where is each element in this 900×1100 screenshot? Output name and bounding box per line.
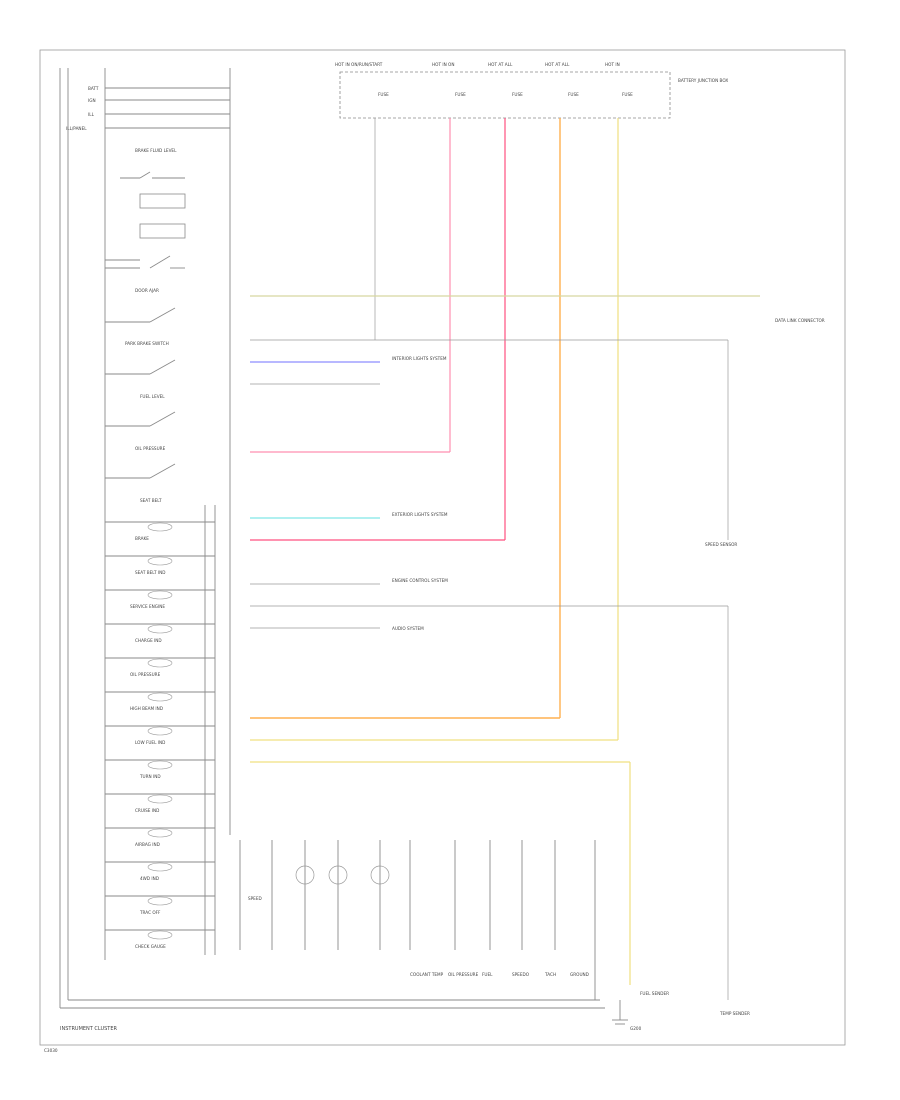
bottom-label-0: COOLANT TEMP: [410, 972, 444, 977]
footer-label: INSTRUMENT CLUSTER: [60, 1026, 118, 1032]
fuse-label-3: FUSE: [568, 92, 579, 97]
warning-lamps: BRAKE SEAT BELT IND SERVICE ENGINE CHARG…: [105, 505, 216, 955]
right-component-1: SPEED SENSOR: [705, 542, 737, 547]
destination-label-0: INTERIOR LIGHTS SYSTEM: [392, 356, 447, 361]
fuse-box: HOT IN ON/RUN/START HOT IN ON HOT AT ALL…: [335, 62, 728, 119]
bottom-label-6: SPEED: [248, 896, 262, 901]
switch-label-2: PARK BRAKE SWITCH: [125, 341, 169, 346]
lamp-label-2: SERVICE ENGINE: [130, 604, 165, 609]
drop-wires: [374, 118, 619, 740]
left-switches: BRAKE FLUID LEVEL DOOR AJAR PARK BRAKE S…: [105, 148, 186, 503]
destination-label-3: AUDIO SYSTEM: [392, 626, 424, 631]
cluster-border: [59, 68, 605, 1009]
circuit-destinations: INTERIOR LIGHTS SYSTEM EXTERIOR LIGHTS S…: [392, 356, 448, 631]
lamp-label-0: BRAKE: [135, 536, 149, 541]
lamp-label-5: HIGH BEAM IND: [130, 706, 163, 711]
top-connector-label-0: HOT IN ON/RUN/START: [335, 62, 383, 67]
fuse-box-label: BATTERY JUNCTION BOX: [678, 78, 728, 83]
lamp-label-12: CHECK GAUGE: [135, 944, 166, 949]
power-label-batt: BATT: [88, 86, 99, 91]
destination-label-2: ENGINE CONTROL SYSTEM: [392, 578, 448, 583]
right-component-0: DATA LINK CONNECTOR: [775, 318, 825, 323]
bottom-label-2: FUEL: [482, 972, 493, 977]
page-code: C3030: [44, 1048, 58, 1053]
switch-label-3: FUEL LEVEL: [140, 394, 165, 399]
power-label-ill: ILL: [88, 112, 95, 117]
lamp-label-9: AIRBAG IND: [135, 842, 160, 847]
bottom-label-1: OIL PRESSURE: [448, 972, 479, 977]
ground-label: G200: [630, 1026, 642, 1031]
switch-label-0: BRAKE FLUID LEVEL: [135, 148, 177, 153]
right-component-2: FUEL SENDER: [640, 991, 669, 996]
bottom-gauges: COOLANT TEMP OIL PRESSURE FUEL SPEEDO TA…: [239, 840, 596, 1000]
power-label-ign: IGN: [88, 98, 96, 103]
ground-symbol: G200: [612, 1000, 642, 1031]
top-connector-label-1: HOT IN ON: [432, 62, 454, 67]
switch-label-1: DOOR AJAR: [135, 288, 159, 293]
bottom-label-4: TACH: [544, 972, 556, 977]
fuse-label-1: FUSE: [455, 92, 466, 97]
bottom-label-3: SPEEDO: [512, 972, 530, 977]
fuse-label-2: FUSE: [512, 92, 523, 97]
right-components: DATA LINK CONNECTOR SPEED SENSOR FUEL SE…: [640, 318, 825, 1016]
diagram-frame: [39, 49, 846, 1046]
power-label-panel: ILL/PANEL: [66, 126, 87, 131]
lamp-label-3: CHARGE IND: [135, 638, 162, 643]
switch-label-5: SEAT BELT: [140, 498, 162, 503]
power-feeds: BATT IGN ILL ILL/PANEL: [66, 68, 231, 960]
lamp-label-1: SEAT BELT IND: [135, 570, 166, 575]
switch-label-4: OIL PRESSURE: [135, 446, 166, 451]
lamp-label-7: TURN IND: [139, 774, 161, 779]
lamp-label-4: OIL PRESSURE: [130, 672, 161, 677]
horizontal-circuits: [250, 295, 760, 1000]
right-component-3: TEMP SENDER: [719, 1011, 750, 1016]
lamp-label-10: 4WD IND: [140, 876, 159, 881]
lamp-label-8: CRUISE IND: [135, 808, 159, 813]
fuse-label-0: FUSE: [378, 92, 389, 97]
lamp-label-6: LOW FUEL IND: [135, 740, 165, 745]
lamp-label-11: TRAC OFF: [139, 910, 161, 915]
bottom-label-5: GROUND: [570, 972, 589, 977]
top-connector-label-4: HOT IN: [605, 62, 620, 67]
top-connector-label-2: HOT AT ALL: [488, 62, 513, 67]
fuse-label-4: FUSE: [622, 92, 633, 97]
destination-label-1: EXTERIOR LIGHTS SYSTEM: [392, 512, 448, 517]
top-connector-label-3: HOT AT ALL: [545, 62, 570, 67]
